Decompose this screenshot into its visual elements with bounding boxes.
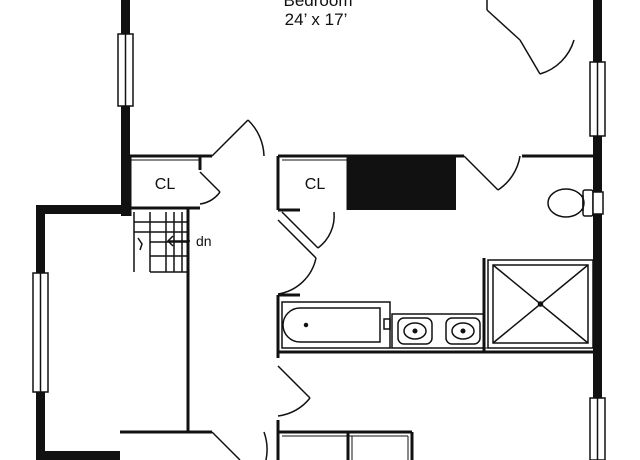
window-right-upper (589, 61, 606, 137)
exterior-walls (36, 0, 602, 460)
window-right-lower (589, 397, 606, 460)
door-left-closet (199, 171, 221, 205)
room-dimensions-bedroom: 24’ x 17’ (285, 10, 348, 29)
window-left-wing (32, 272, 49, 393)
stairs-direction-label: dn (196, 233, 212, 249)
stairs (133, 212, 190, 273)
door-bedroom-closet (486, 0, 575, 75)
bathtub (281, 301, 391, 349)
chimney-block (348, 157, 456, 210)
door-bath-bedroom (463, 155, 521, 191)
room-name-closet-center: CL (305, 176, 326, 193)
vanity (391, 313, 485, 349)
door-bath-hall (277, 219, 317, 295)
window-top-left (117, 33, 134, 107)
door-bottom-left (211, 431, 268, 460)
doors (199, 0, 575, 460)
toilet (547, 188, 604, 218)
room-name-closet-left: CL (155, 176, 176, 193)
shower (487, 259, 594, 349)
door-center-closet (281, 211, 335, 249)
room-name-bedroom: Bedroom (284, 0, 353, 10)
windows (32, 33, 606, 460)
door-bedroom-hall (211, 119, 265, 157)
door-hall-lower (277, 365, 311, 417)
sink-left (397, 317, 433, 345)
sink-right (445, 317, 481, 345)
